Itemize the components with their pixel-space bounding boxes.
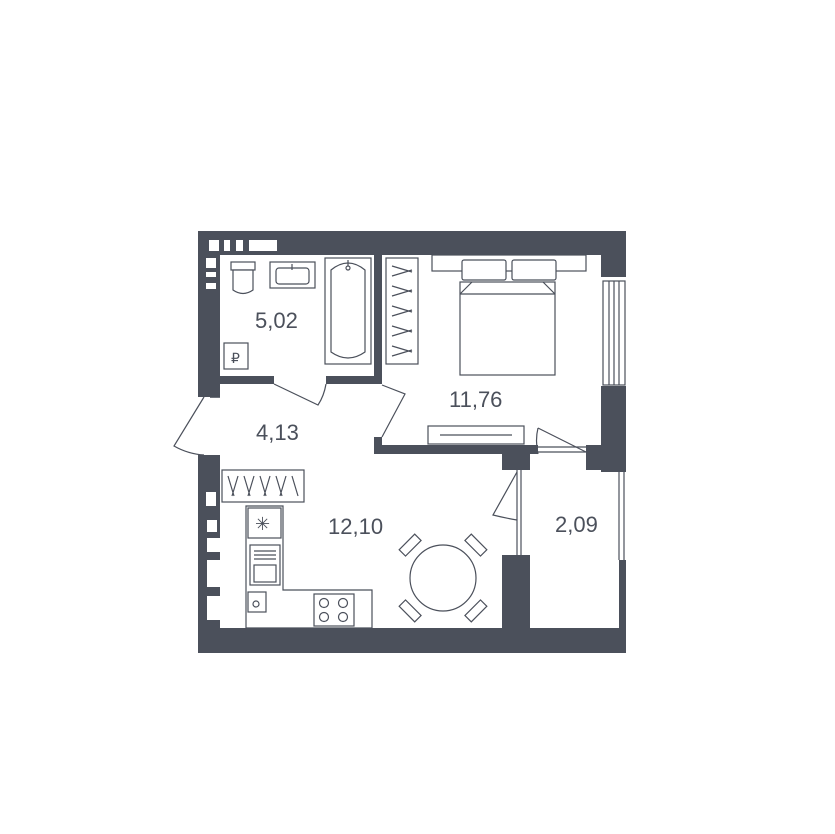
door-entrance: [173, 396, 220, 456]
door-bedroom: [381, 384, 406, 438]
wall-cutouts: [206, 240, 277, 620]
stove-icon: [313, 593, 355, 627]
kitchen-sink-icon: [249, 544, 281, 586]
bedroom-area-label: 11,76: [449, 387, 502, 412]
tv-stand-icon: [427, 425, 525, 445]
bathtub-icon: [324, 257, 372, 365]
boiler-kitchen-icon: [247, 591, 267, 613]
window-bedroom: [602, 280, 626, 386]
kitchen-area-label: 12,10: [328, 514, 383, 539]
hallway-area-label: 4,13: [256, 420, 299, 445]
svg-text:✳: ✳: [255, 514, 270, 534]
balcony-area-label: 2,09: [555, 512, 598, 537]
window-balcony: [618, 470, 625, 560]
boiler-icon: ₽: [223, 342, 249, 370]
bathroom-area-label: 5,02: [255, 308, 298, 333]
wardrobe-hallway: [221, 469, 305, 503]
toilet-icon: [230, 261, 256, 295]
wardrobe-bedroom: [385, 257, 419, 365]
door-balcony: [535, 427, 587, 455]
sink-icon: [269, 261, 316, 289]
washing-machine-icon: ✳: [247, 507, 282, 539]
door-kitchen-balcony: [492, 470, 522, 555]
bed-icon: [431, 254, 587, 376]
door-bathroom: [273, 383, 327, 406]
dining-table-icon: [398, 533, 488, 623]
svg-text:₽: ₽: [231, 350, 240, 366]
